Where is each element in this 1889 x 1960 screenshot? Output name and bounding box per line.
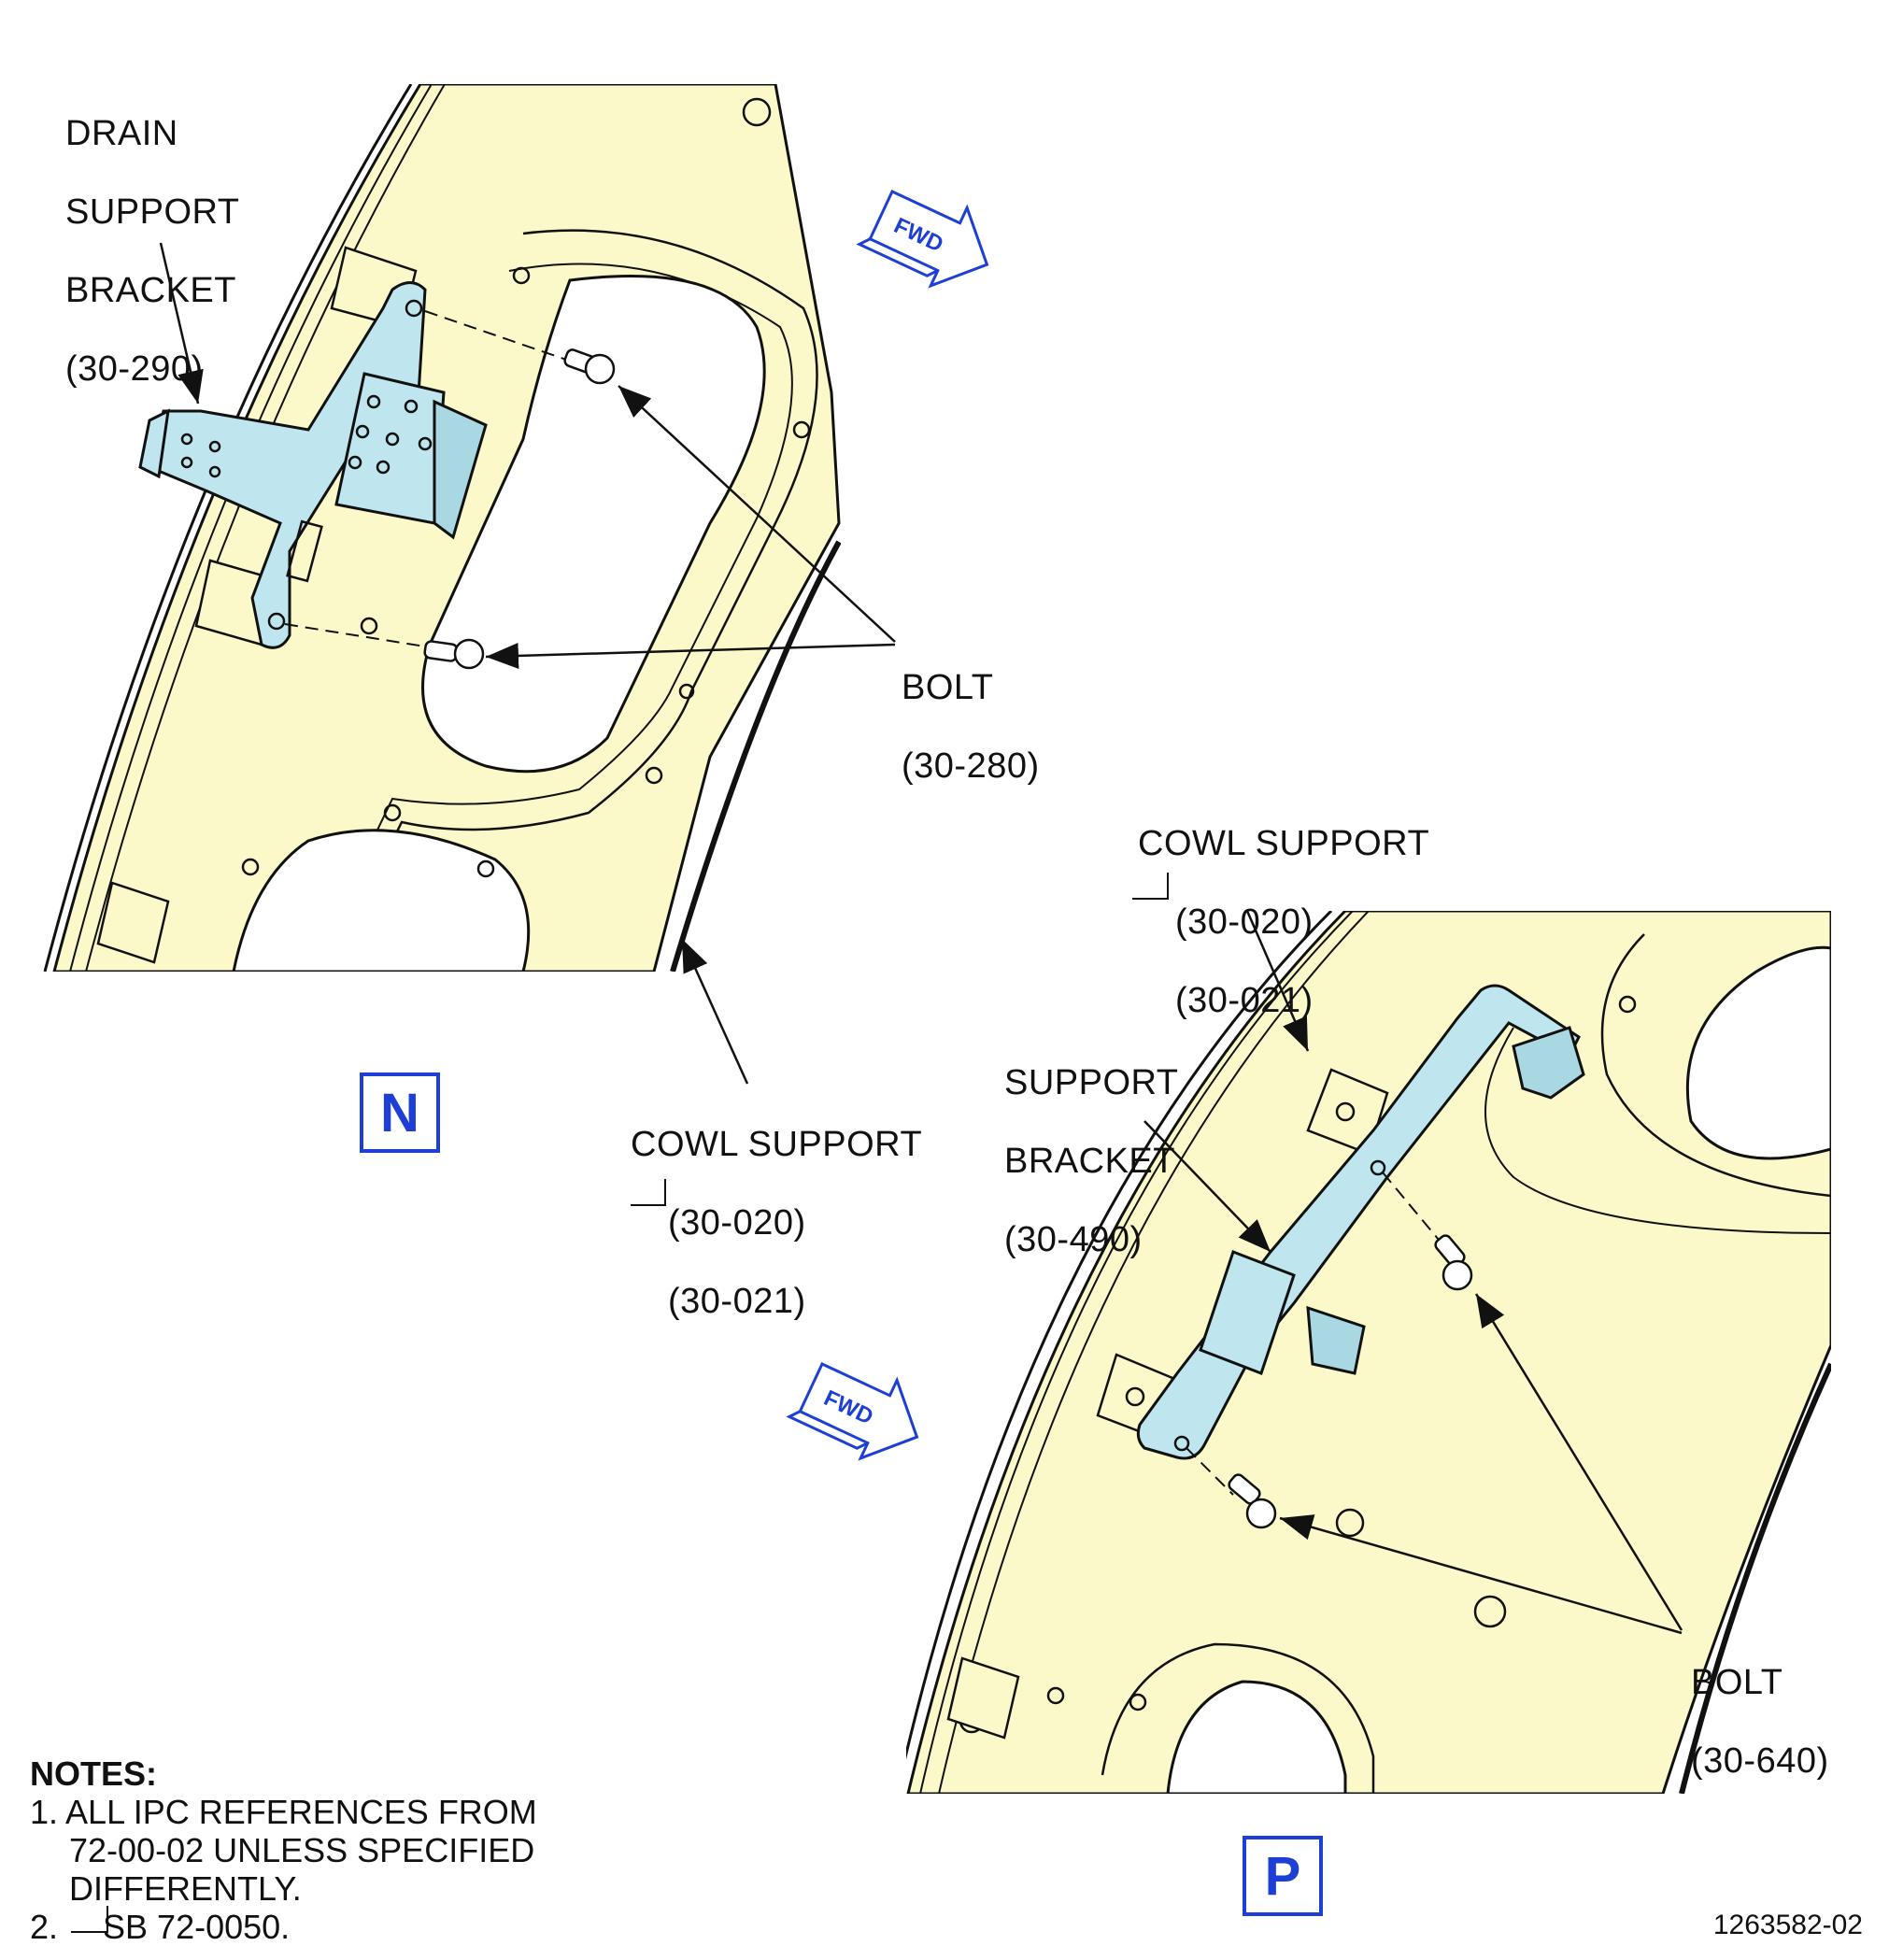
- support-bracket-l2: BRACKET: [1004, 1142, 1175, 1181]
- notes-block: NOTES: 1. ALL IPC REFERENCES FROM 72-00-…: [30, 1754, 537, 1946]
- note-1-line-1: 1. ALL IPC REFERENCES FROM: [30, 1793, 537, 1831]
- cowl-p-l3: (30-021): [1175, 981, 1314, 1020]
- note-1-line-3: DIFFERENTLY.: [69, 1869, 302, 1908]
- fwd-arrow-p: FWD: [786, 1362, 919, 1461]
- note-1-line-2: 72-00-02 UNLESS SPECIFIED: [69, 1831, 535, 1869]
- bolt-n-label: BOLT (30-280): [902, 629, 1040, 825]
- notes-heading: NOTES:: [30, 1754, 158, 1793]
- sb-triangle-p: [1132, 873, 1169, 900]
- drain-bracket-label: DRAIN SUPPORT BRACKET (30-290): [65, 75, 240, 428]
- view-p-drawing: [906, 911, 1831, 1794]
- view-tag-p: P: [1243, 1836, 1323, 1916]
- cowl-support-panel-p: [906, 911, 1831, 1794]
- bolt-p-label: BOLT (30-640): [1691, 1624, 1829, 1820]
- view-n-drawing: [43, 84, 841, 972]
- bolt-n-upper: [563, 348, 616, 385]
- sb-triangle-n: [631, 1179, 666, 1206]
- note-2: 2. SB 72-0050.: [30, 1908, 291, 1946]
- document-number: 1263582-02: [1712, 1910, 1863, 1940]
- bolt-p-lower: [1228, 1473, 1277, 1529]
- cowl-n-l1: COWL SUPPORT: [631, 1125, 923, 1164]
- support-bracket-l1: SUPPORT: [1004, 1063, 1179, 1102]
- bolt-n-lower: [423, 638, 485, 670]
- drain-bracket-l3: BRACKET: [65, 271, 236, 310]
- support-bracket: [1136, 984, 1585, 1460]
- drain-bracket-l4: (30-290): [65, 349, 204, 389]
- support-bracket-l3: (30-490): [1004, 1220, 1143, 1259]
- bolt-p-l1: BOLT: [1691, 1663, 1783, 1702]
- view-tag-n: N: [360, 1072, 440, 1153]
- cutout-p-right: [1685, 945, 1831, 1160]
- bolt-n-l1: BOLT: [902, 668, 994, 707]
- drain-bracket-l1: DRAIN: [65, 114, 178, 153]
- sb-triangle-notes: [71, 1906, 108, 1933]
- cowl-n-l2: (30-020): [668, 1203, 806, 1243]
- cutout-lower: [232, 829, 531, 972]
- cowl-n-l3: (30-021): [668, 1282, 806, 1321]
- support-bracket-label: SUPPORT BRACKET (30-490): [1004, 1024, 1179, 1299]
- drain-bracket-l2: SUPPORT: [65, 192, 240, 232]
- note-2-text: SB 72-0050.: [103, 1908, 291, 1946]
- fwd-arrow-n: FWD: [856, 190, 989, 289]
- bolt-p-l2: (30-640): [1691, 1741, 1829, 1781]
- bolt-p-upper: [1434, 1234, 1473, 1291]
- cutout-p-bottom: [1166, 1680, 1347, 1794]
- cowl-support-p-label: COWL SUPPORT (30-020) (30-021): [1138, 785, 1429, 1059]
- cowl-support-n-label: COWL SUPPORT (30-020) (30-021): [631, 1086, 922, 1360]
- cowl-p-l2: (30-020): [1175, 902, 1314, 942]
- cowl-p-l1: COWL SUPPORT: [1138, 824, 1430, 863]
- drain-support-bracket: [138, 281, 488, 649]
- bolt-n-l2: (30-280): [902, 746, 1040, 786]
